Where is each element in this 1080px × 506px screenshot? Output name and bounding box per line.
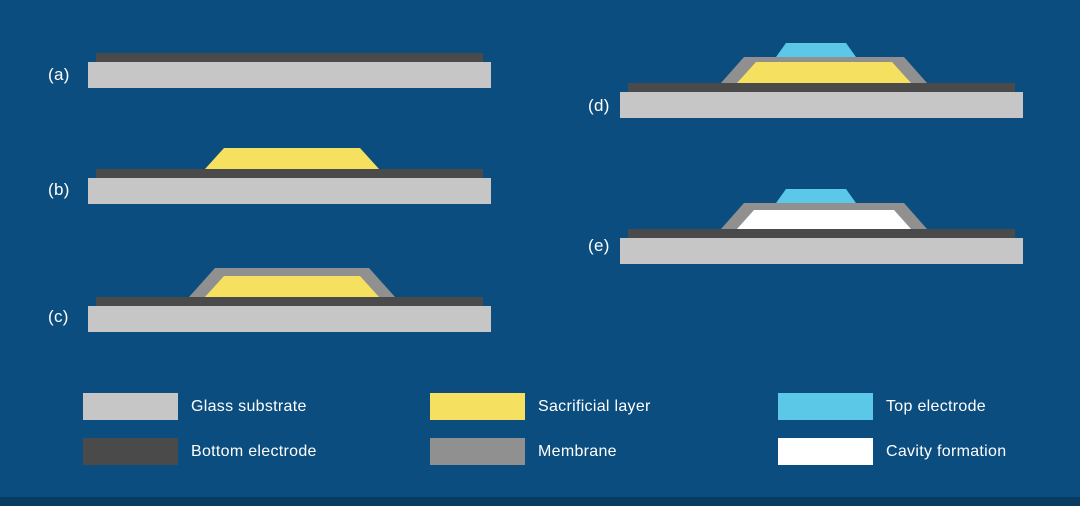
footer-bar [0, 497, 1080, 506]
glass-substrate-layer [620, 238, 1023, 264]
panel-label-d: (d) [588, 96, 610, 115]
panel-a-diagram [88, 53, 491, 88]
bottom-electrode-layer [96, 297, 483, 306]
bottom-electrode-layer [96, 169, 483, 178]
legend-label: Membrane [538, 442, 617, 460]
panel-label-c: (c) [48, 307, 69, 326]
sacrificial-layer [205, 276, 379, 297]
panel-c-diagram [88, 268, 491, 332]
legend-label: Bottom electrode [191, 442, 317, 460]
cavity-layer [737, 210, 911, 229]
panel-label-a: (a) [48, 65, 70, 84]
bottom-electrode-layer [628, 229, 1015, 238]
glass-substrate-layer [88, 62, 491, 88]
glass-substrate-swatch [83, 393, 178, 420]
top-electrode-swatch [778, 393, 873, 420]
sacrificial-layer [205, 148, 379, 169]
legend-label: Top electrode [886, 397, 986, 415]
panel-label-b: (b) [48, 180, 70, 199]
glass-substrate-layer [88, 306, 491, 332]
bottom-electrode-swatch [83, 438, 178, 465]
sacrificial-layer-swatch [430, 393, 525, 420]
cavity-formation-swatch [778, 438, 873, 465]
panel-label-e: (e) [588, 236, 610, 255]
legend-item-membrane: Membrane [430, 438, 617, 465]
legend-label: Glass substrate [191, 397, 307, 415]
glass-substrate-layer [620, 92, 1023, 118]
top-electrode-layer [776, 189, 856, 203]
bottom-electrode-layer [96, 53, 483, 62]
top-electrode-layer [776, 43, 856, 57]
legend-label: Sacrificial layer [538, 397, 651, 415]
legend-label: Cavity formation [886, 442, 1007, 460]
sacrificial-layer [737, 62, 911, 83]
panel-b-diagram [88, 148, 491, 205]
legend-item-top-electrode: Top electrode [778, 393, 986, 420]
legend-item-cavity-formation: Cavity formation [778, 438, 1006, 465]
panel-e-diagram [620, 189, 1023, 264]
legend-item-bottom-electrode: Bottom electrode [83, 438, 317, 465]
membrane-swatch [430, 438, 525, 465]
panel-d-diagram [620, 43, 1023, 118]
legend-item-glass-substrate: Glass substrate [83, 393, 307, 420]
glass-substrate-layer [88, 178, 491, 204]
bottom-electrode-layer [628, 83, 1015, 92]
legend-item-sacrificial-layer: Sacrificial layer [430, 393, 651, 420]
